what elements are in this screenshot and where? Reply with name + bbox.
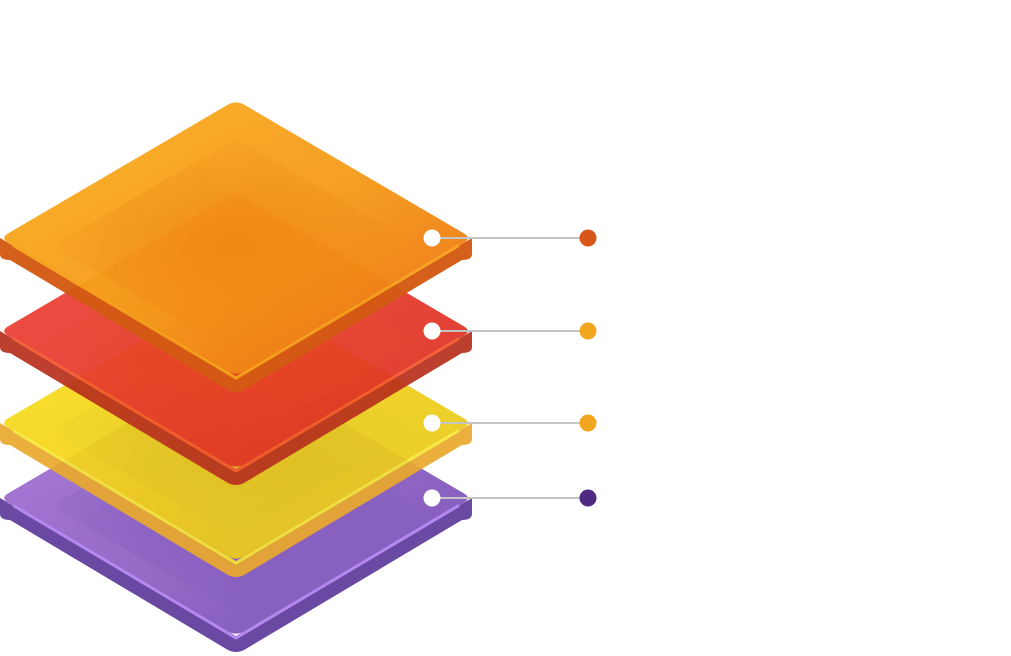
connector-end-dot bbox=[579, 322, 597, 340]
layer-inner-panel bbox=[56, 141, 416, 351]
connector-second bbox=[423, 322, 597, 340]
layer-rim bbox=[12, 244, 460, 380]
layer-top bbox=[0, 102, 472, 392]
connector-third bbox=[423, 414, 597, 432]
connector-end-dot bbox=[579, 414, 597, 432]
layer-rim bbox=[12, 504, 460, 640]
layers-group bbox=[0, 102, 472, 652]
connector-end-dot bbox=[579, 229, 597, 247]
connector-top bbox=[423, 229, 597, 247]
connectors-group bbox=[423, 229, 597, 507]
connector-bottom bbox=[423, 489, 597, 507]
anchor-dot bbox=[423, 489, 441, 507]
layer-rim bbox=[12, 337, 460, 473]
connector-end-dot bbox=[579, 489, 597, 507]
anchor-dot bbox=[423, 322, 441, 340]
anchor-dot bbox=[423, 229, 441, 247]
anchor-dot bbox=[423, 414, 441, 432]
layer-rim bbox=[12, 429, 460, 565]
